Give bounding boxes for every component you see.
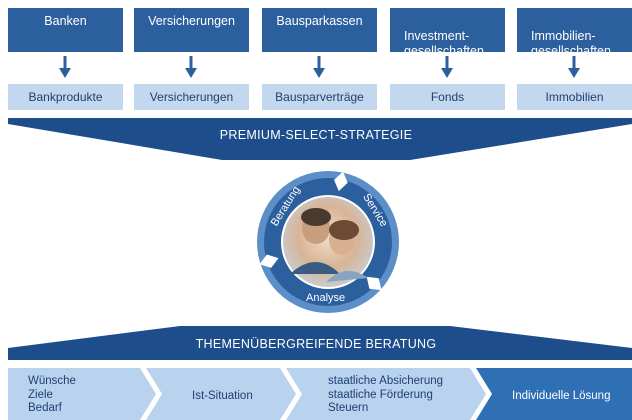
provider-label: Versicherungen xyxy=(148,14,235,28)
product-box-bausparvertraege: Bausparverträge xyxy=(262,84,377,110)
cycle-ring xyxy=(257,171,399,313)
provider-box-immobilien: Immobilien- gesellschaften xyxy=(517,8,632,58)
process-step-ist-situation: Ist-Situation xyxy=(192,390,253,404)
process-step-wuensche: Wünsche Ziele Bedarf xyxy=(28,375,76,416)
process-step-staatlich: staatliche Absicherung staatliche Förder… xyxy=(328,375,443,416)
product-box-versicherungen: Versicherungen xyxy=(134,84,249,110)
arrow-down-icon xyxy=(441,56,453,78)
provider-box-banken: Banken xyxy=(8,8,123,52)
provider-box-bausparkassen: Bausparkassen xyxy=(262,8,377,52)
product-label: Immobilien xyxy=(545,90,604,104)
process-chevrons xyxy=(8,368,632,420)
process-step-line: Individuelle Lösung xyxy=(512,390,611,402)
process-step-individuelle-loesung: Individuelle Lösung xyxy=(512,390,610,404)
strategy-funnel-band xyxy=(8,118,632,160)
provider-box-investment: Investment- gesellschaften xyxy=(390,8,505,58)
process-step-line: staatliche Absicherung xyxy=(328,375,444,387)
product-label: Bankprodukte xyxy=(28,90,103,104)
process-step-line: Ziele xyxy=(28,388,53,401)
advice-cycle: Beratung Service Analyse xyxy=(256,170,400,314)
arrow-down-icon xyxy=(59,56,71,78)
cycle-label-analyse: Analyse xyxy=(306,292,346,304)
product-box-fonds: Fonds xyxy=(390,84,505,110)
process-step-line: staatliche Förderung xyxy=(328,388,433,401)
provider-box-versicherungen: Versicherungen xyxy=(134,8,249,52)
product-box-immobilien: Immobilien xyxy=(517,84,632,110)
provider-label: Immobilien- gesellschaften xyxy=(531,29,611,58)
product-label: Fonds xyxy=(430,90,465,104)
product-box-bankprodukte: Bankprodukte xyxy=(8,84,123,110)
product-label: Versicherungen xyxy=(149,90,234,104)
process-step-line: Ist-Situation xyxy=(192,390,253,402)
provider-label: Investment- gesellschaften xyxy=(404,29,484,58)
product-label: Bausparverträge xyxy=(275,90,364,104)
advice-trapezoid-band xyxy=(8,326,632,360)
process-step-line: Bedarf xyxy=(28,402,62,414)
process-step-line: Steuern xyxy=(328,402,369,414)
provider-label: Banken xyxy=(44,14,87,28)
arrow-down-icon xyxy=(313,56,325,78)
strategy-band-label: PREMIUM-SELECT-STRATEGIE xyxy=(219,128,413,142)
arrow-down-icon xyxy=(568,56,580,78)
process-step-line: Wünsche xyxy=(28,375,76,387)
arrow-down-icon xyxy=(185,56,197,78)
advice-band-label: THEMENÜBERGREIFENDE BERATUNG xyxy=(195,337,437,351)
provider-label: Bausparkassen xyxy=(276,14,363,28)
